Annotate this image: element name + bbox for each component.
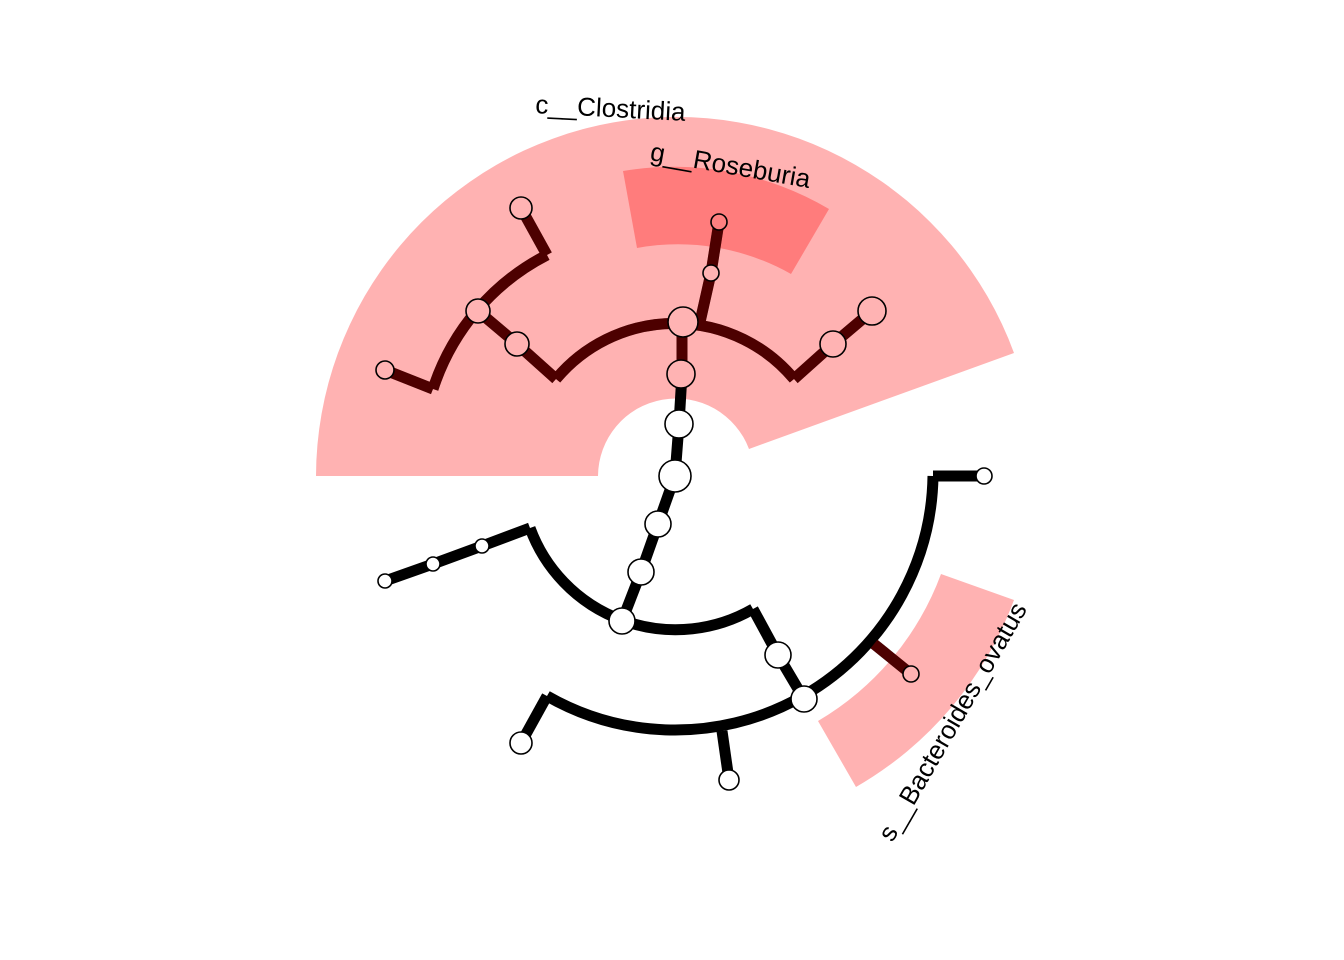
node-top-right-leaf [975,467,993,485]
node-roseburia-leaf [710,213,728,231]
branch-root-to-lower [616,474,681,623]
label-clostridia: c__Clostridia [535,89,687,127]
node-ovatus-leaf [902,665,920,683]
node-clostridia-root [667,306,699,338]
node-stem-3 [627,558,655,586]
node-right-mid [819,330,847,358]
node-bottom-mid-leaf [718,769,740,791]
clade-highlights [316,116,1014,787]
node-left-branch [465,298,491,324]
branch-lower-left-leaf [383,522,532,587]
node-lower-root [608,607,636,635]
node-lower-left-leaf [377,573,393,589]
node-stem-1 [664,409,694,439]
node-left-upper-leaf [509,196,533,220]
node-center [658,459,692,493]
nodes [375,196,993,791]
node-left-lower-leaf [375,360,395,380]
node-left-mid [504,331,530,357]
node-bottom-left-leaf [509,731,533,755]
node-right-leaf [857,296,887,326]
node-roseburia-mid [702,264,720,282]
node-lower-right-mid [764,641,792,669]
node-lower-left-1 [474,538,490,554]
branch-root-stem [669,320,688,477]
node-stem-2 [644,510,672,538]
node-lower-left-2 [425,556,441,572]
node-clostridia-stem [666,359,696,389]
node-lower-right [790,685,818,713]
highlight-clostridia [316,116,1014,476]
